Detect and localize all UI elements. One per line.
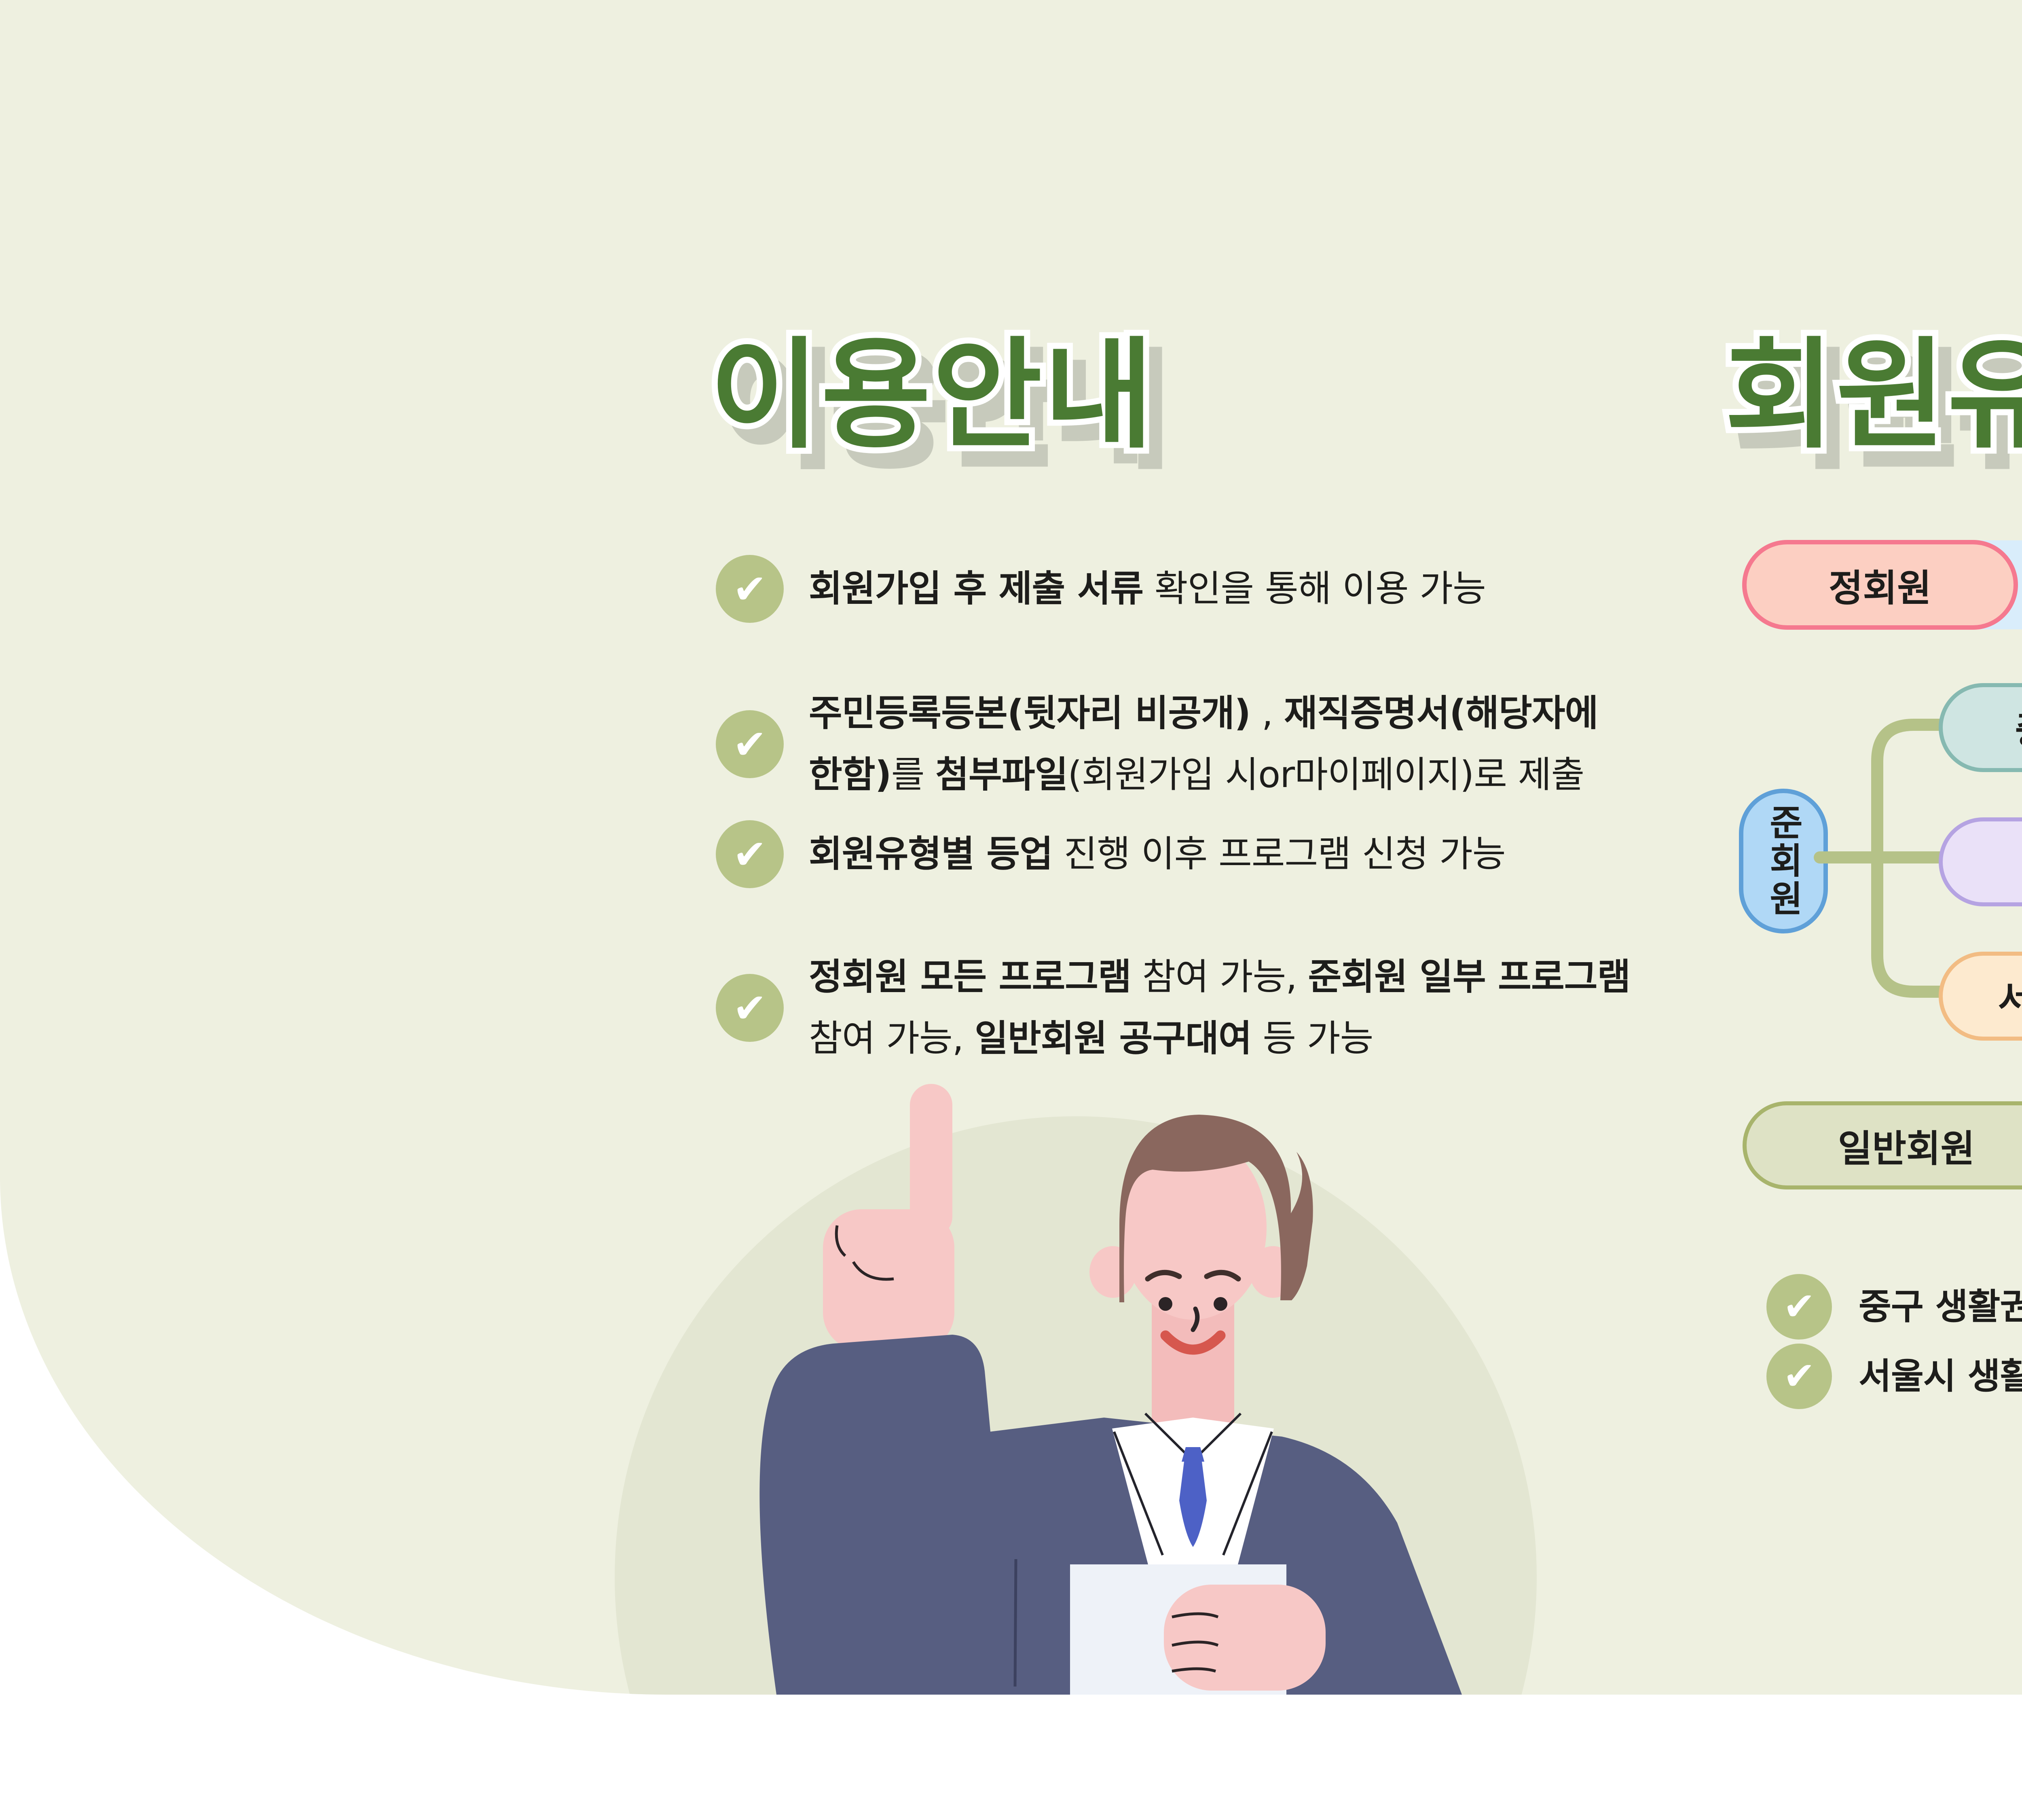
check-icon: ✔ (716, 974, 784, 1042)
regular-member-row: 중구민 정회원 중구 1인가구 (1742, 540, 2022, 630)
definition-bullet-1: ✔ 중구 생활권자란? : 직장 소재지가 중구인 경우 (1766, 1274, 2022, 1340)
check-icon: ✔ (716, 710, 784, 778)
seoul-zone-pill: 서울시생활권자 (1939, 952, 2022, 1041)
general-member-note: + 중구 및 서울시 생활권 1인가구가 아닌 회원 (1743, 1194, 2022, 1233)
bullet-text: 정회원 모든 프로그램 참여 가능, 준회원 일부 프로그램 참여 가능, 일반… (809, 956, 1631, 1060)
smile (1160, 1330, 1226, 1355)
usage-guide-title-text: 이용안내 (710, 326, 1155, 465)
junggu-zone-label: 중구생활권자 (2015, 701, 2022, 755)
member-types-title: 회원유형 회원유형 회원유형 (1719, 326, 2022, 506)
general-member-label: 일반회원 (1838, 1127, 1975, 1170)
pointing-hand (823, 1084, 954, 1351)
junggu-zone-pill: 중구생활권자 (1939, 683, 2022, 772)
definition-text: 서울시 생활권자란? : 직장 소재지가 서울시인 경우 (1859, 1355, 2022, 1397)
member-types-title-shadow: 회원유형 (1733, 342, 2022, 481)
seoul-zone-row: 서울시생활권자 서울시 생활권 1인가구 (1939, 952, 2022, 1041)
check-icon: ✔ (1766, 1274, 1832, 1340)
seoul-citizen-row: 서울시민 서울시 1인가구 (1939, 817, 2022, 906)
member-types-title-outline: 회원유형 (1719, 326, 2022, 465)
usage-bullet-1: ✔ 회원가입 후 제출 서류 확인을 통해 이용 가능 (716, 555, 1486, 623)
tree-branches (1814, 719, 1947, 998)
check-icon: ✔ (1766, 1344, 1832, 1409)
general-member-row: 일반회원 중구 및 서울시 1인가구가 아닌 회원 (1743, 1101, 2022, 1189)
general-member-pill: 일반회원 (1743, 1101, 2022, 1189)
bullet-text: 회원유형별 등업 진행 이후 프로그램 신청 가능 (809, 833, 1506, 875)
associate-member-label: 준회원 (1762, 804, 1804, 918)
definition-text: 중구 생활권자란? : 직장 소재지가 중구인 경우 (1859, 1286, 2022, 1327)
holding-fist (1164, 1585, 1326, 1691)
check-icon: ✔ (716, 820, 784, 888)
background-shape: 이용안내 이용안내 이용안내 ✔ 회원가입 후 제출 서류 확인을 통해 이용 … (0, 0, 2022, 1695)
seoul-citizen-pill: 서울시민 (1939, 817, 2022, 906)
check-icon: ✔ (716, 555, 784, 623)
neck (1152, 1290, 1234, 1445)
usage-bullet-3: ✔ 회원유형별 등업 진행 이후 프로그램 신청 가능 (716, 820, 1506, 888)
bullet-text: 회원가입 후 제출 서류 확인을 통해 이용 가능 (809, 567, 1486, 610)
associate-member-pill: 준회원 (1739, 789, 1828, 933)
usage-guide-title: 이용안내 이용안내 이용안내 (704, 326, 1680, 506)
member-types-title-text: 회원유형 (1725, 326, 2022, 465)
usage-bullet-2: ✔ 주민등록등본(뒷자리 비공개) , 재직증명서(해당자에 한함)를 첨부파일… (716, 683, 1598, 806)
usage-bullet-4: ✔ 정회원 모든 프로그램 참여 가능, 준회원 일부 프로그램 참여 가능, … (716, 946, 1631, 1069)
tie (1179, 1447, 1207, 1547)
hair (1119, 1115, 1313, 1302)
regular-member-label: 정회원 (1829, 566, 1931, 610)
usage-guide-title-outline: 이용안내 (704, 326, 1160, 465)
bullet-text: 주민등록등본(뒷자리 비공개) , 재직증명서(해당자에 한함)를 첨부파일(회… (809, 692, 1598, 796)
definition-bullet-2: ✔ 서울시 생활권자란? : 직장 소재지가 서울시인 경우 (1766, 1344, 2022, 1409)
seoul-zone-label: 서울시생활권자 (1998, 978, 2022, 1021)
junggu-zone-row: 중구생활권자 중구 생활권 1인가구 (1939, 683, 2022, 772)
usage-guide-title-shadow: 이용안내 (718, 342, 1173, 481)
presenter-man-illustration (615, 1084, 1537, 1695)
regular-member-pill: 정회원 (1742, 540, 2018, 630)
